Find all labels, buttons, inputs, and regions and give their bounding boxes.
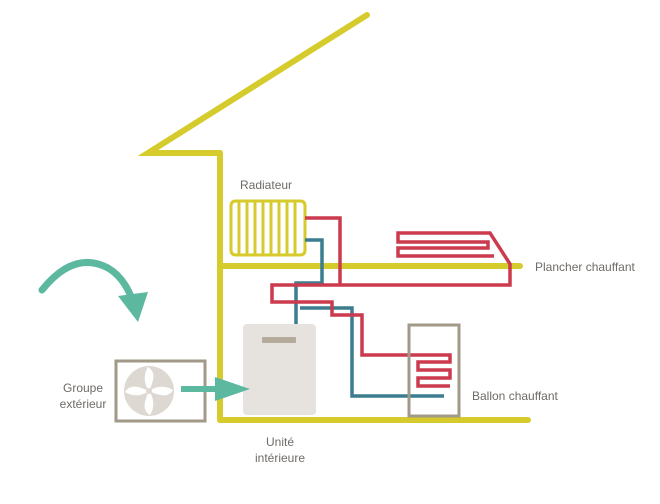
fan-icon (124, 366, 174, 416)
right-arrow-icon (181, 377, 250, 401)
hot-water-tank (407, 323, 461, 418)
indoor-unit-panel (262, 337, 296, 343)
house-structure (137, 12, 531, 423)
cold-pipe (294, 238, 444, 398)
radiator-label: Radiateur (240, 178, 293, 192)
indoor-unit-label-line2: intérieure (254, 451, 306, 465)
hot-pipe (270, 216, 512, 388)
hot-water-tank-label: Ballon chauffant (472, 389, 558, 403)
outdoor-unit-label-line1: Groupe (62, 381, 104, 395)
roof-line (137, 12, 370, 156)
indoor-unit (243, 324, 316, 415)
curved-arrow-icon (38, 258, 148, 322)
indoor-unit-label-line1: Unité (265, 435, 294, 449)
indoor-unit-label: Unité intérieure (244, 434, 316, 466)
outdoor-unit-label-line2: extérieur (59, 397, 107, 411)
floor-heating-label: Plancher chauffant (535, 260, 635, 274)
outdoor-unit-label: Groupe extérieur (48, 380, 118, 412)
radiator (229, 199, 307, 257)
